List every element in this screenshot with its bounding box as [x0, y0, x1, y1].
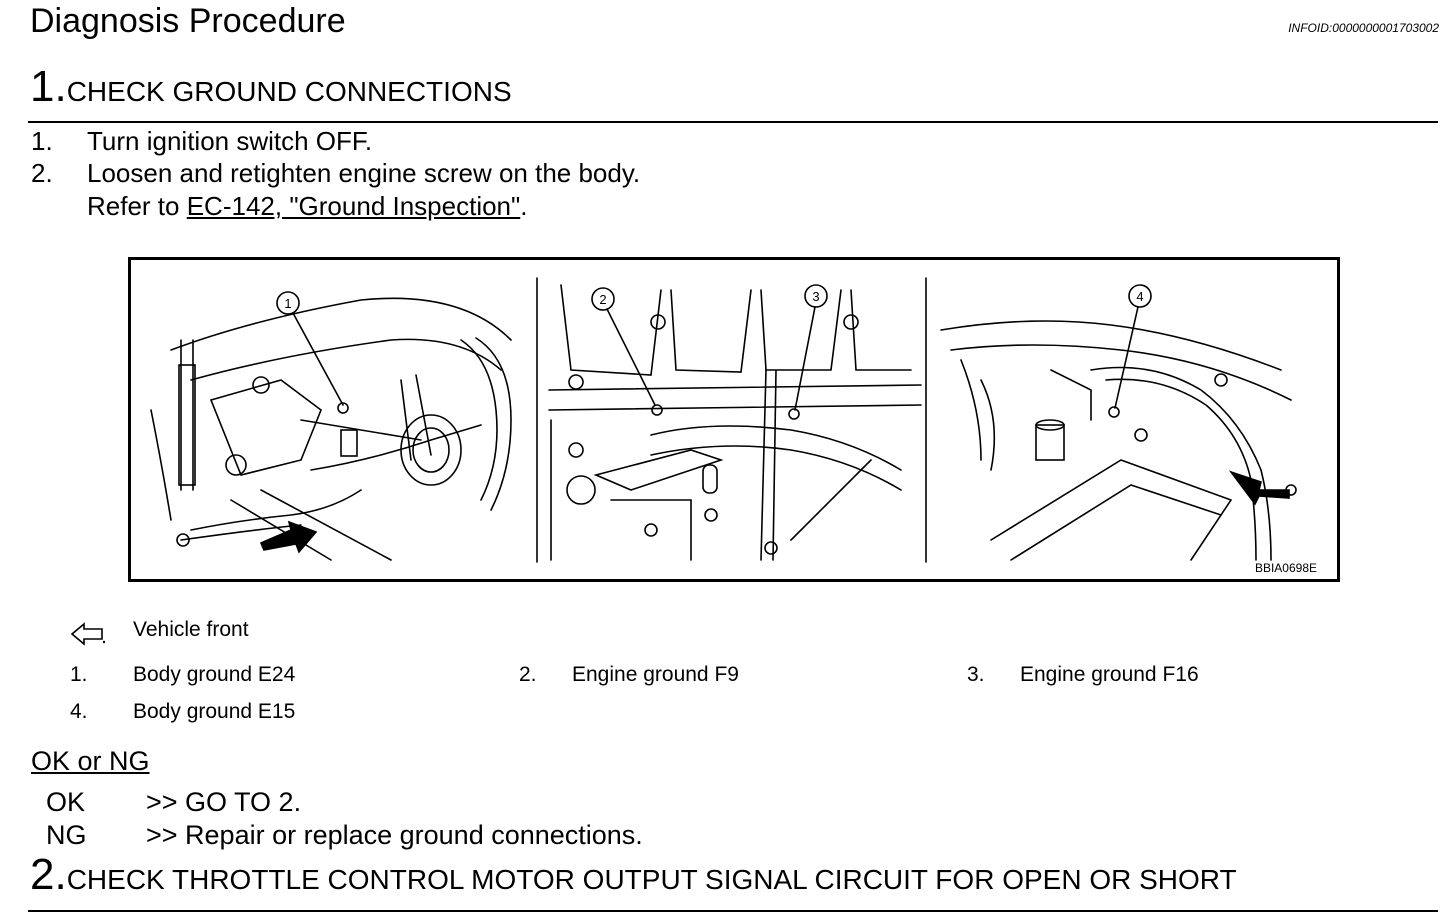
ground-location-figure: 1 2 3 4 BBIA0698E: [128, 257, 1340, 582]
legend-num: 4.: [70, 700, 88, 723]
legend-label: Body ground E15: [133, 700, 296, 723]
legend-label: Engine ground F16: [1020, 663, 1199, 686]
step-1-title: CHECK GROUND CONNECTIONS: [66, 76, 512, 107]
step-2-title: CHECK THROTTLE CONTROL MOTOR OUTPUT SIGN…: [66, 864, 1237, 895]
step-2-number: 2.: [30, 850, 67, 899]
step-2-heading: 2.CHECK THROTTLE CONTROL MOTOR OUTPUT SI…: [30, 850, 1237, 900]
callout-2: 2: [599, 292, 606, 307]
callout-4: 4: [1136, 289, 1143, 304]
refer-line: Refer to EC-142, "Ground Inspection".: [87, 191, 528, 221]
callout-1: 1: [284, 296, 291, 311]
legend-num: 2.: [519, 663, 537, 686]
legend-num: 3.: [967, 663, 985, 686]
figure-code: BBIA0698E: [1254, 561, 1317, 575]
info-id: INFOID:0000000001703002: [1288, 21, 1439, 35]
result-key-ok: OK: [46, 787, 86, 817]
section-divider: [28, 910, 1438, 912]
legend-label: Body ground E24: [133, 663, 296, 686]
result-action-ok: >> GO TO 2.: [146, 787, 302, 817]
page-title: Diagnosis Procedure: [30, 2, 346, 40]
instruction-item: 2.Loosen and retighten engine screw on t…: [31, 158, 641, 188]
legend-label: Engine ground F9: [572, 663, 739, 686]
vehicle-front-arrow-icon: [70, 622, 106, 646]
section-divider: [28, 121, 1438, 123]
vehicle-front-label: Vehicle front: [133, 618, 249, 641]
engine-illustration: 1 2 3 4: [150, 277, 1297, 563]
callout-3: 3: [812, 289, 819, 304]
instruction-item: 1.Turn ignition switch OFF.: [31, 126, 373, 156]
ground-inspection-link[interactable]: EC-142, "Ground Inspection": [186, 191, 521, 221]
ok-ng-heading: OK or NG: [31, 746, 150, 776]
result-key-ng: NG: [46, 820, 87, 850]
result-action-ng: >> Repair or replace ground connections.: [146, 820, 643, 850]
step-1-number: 1.: [30, 62, 67, 111]
step-1-heading: 1.CHECK GROUND CONNECTIONS: [30, 62, 512, 112]
legend-num: 1.: [70, 663, 88, 686]
